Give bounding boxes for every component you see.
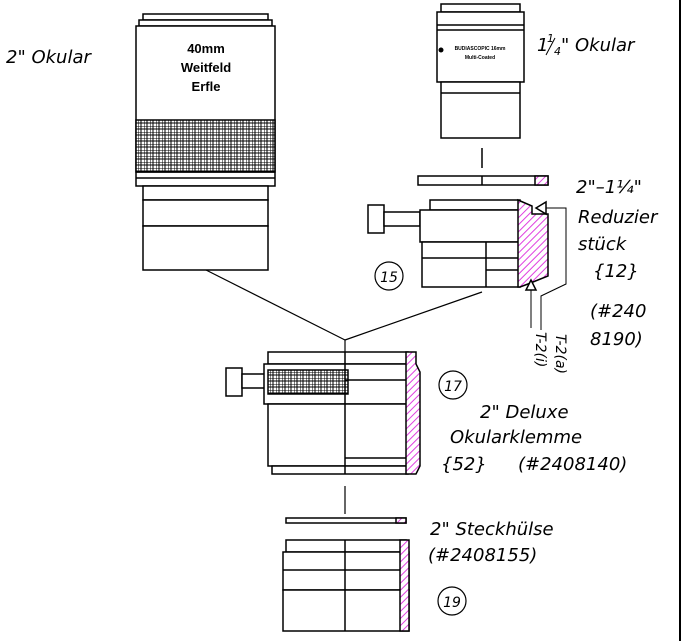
eyepiece-2inch [135,13,276,271]
svg-text:1: 1 [537,35,548,56]
eyepiece-2-caption: 2" Okular [6,47,92,68]
eyepiece-125inch [436,3,525,139]
svg-text:4: 4 [554,45,561,58]
reducer-label-3: stück [578,234,628,255]
reducer-part-2: 8190) [590,329,643,350]
eyepiece-2-label-2: Weitfeld [181,60,231,75]
clamp-part: (#2408140) [518,454,627,475]
eyepiece-screw-icon [438,47,444,53]
reducer-part-1: (#240 [590,301,646,322]
sleeve-number-badge [437,586,467,616]
eyepiece-125-caption: 1 1 4 " Okular [537,32,636,58]
reducer-ref: {12} [593,261,639,282]
sleeve-part-no: (#2408155) [428,545,537,566]
svg-text:" Okular: " Okular [561,35,636,56]
clamp-label-2: Okularklemme [450,427,582,448]
reducer-number-badge [374,261,404,291]
reducer-number: 15 [380,270,398,286]
reducer-title: 2"–1¼" [576,177,642,198]
clamp-number-badge [438,370,468,400]
eyepiece-125-brand: BUDIASCOPIC 16mm [455,46,506,52]
assembly-lines [205,269,483,352]
thread-outer-label: T-2(a) [552,334,568,374]
thread-outer-leader [540,207,567,330]
thread-inner-label: T-2(i) [532,332,548,367]
eyepiece-125-coating: Multi-Coated [465,55,495,61]
sleeve-label-1: 2" Steckhülse [430,519,554,540]
clamp-ref: {52} [441,454,487,475]
eyepiece-2-label-1: 40mm [187,41,225,56]
clamp-part [225,351,421,475]
reducer-part [367,175,549,291]
clamp-number: 17 [444,379,462,395]
clamp-label-1: 2" Deluxe [480,402,569,423]
sleeve-number: 19 [443,595,461,611]
sleeve-part [282,517,410,632]
reducer-label-2: Reduzier [578,207,659,228]
eyepiece-2-label-3: Erfle [192,79,221,94]
svg-text:1: 1 [547,32,554,45]
